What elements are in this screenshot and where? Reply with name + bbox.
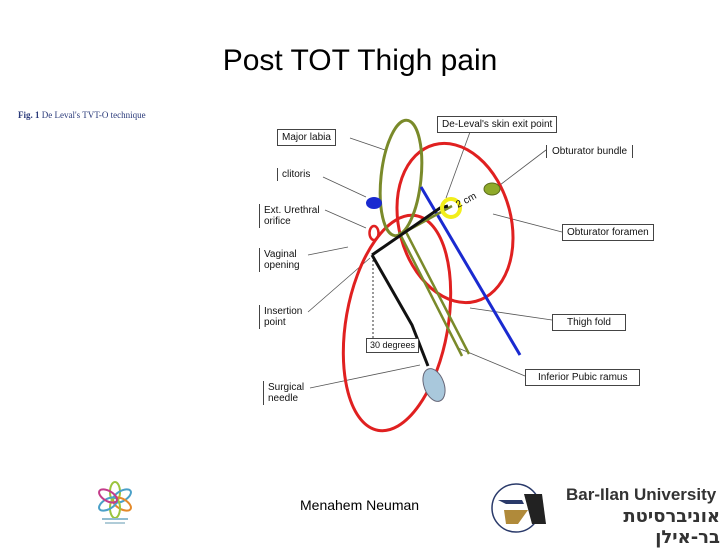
olive-tape-right	[403, 229, 471, 355]
figure-caption-number: Fig. 1	[18, 110, 40, 120]
figure-caption: Fig. 1 De Leval's TVT-O technique	[18, 110, 168, 121]
surgical-needle-tip	[422, 368, 446, 402]
clitoris-shape	[366, 197, 382, 209]
slide-title: Post TOT Thigh pain	[222, 44, 498, 77]
skin-exit-point	[440, 197, 462, 219]
urethral-orifice-shape	[368, 224, 380, 242]
label-obturator-bundle: Obturator bundle	[546, 145, 634, 158]
label-clitoris: clitoris	[277, 168, 314, 181]
leader-major-labia	[349, 137, 386, 151]
leader-surgical-needle	[309, 364, 421, 389]
label-surgical-needle: Surgical needle	[263, 381, 318, 405]
label-major-labia: Major labia	[277, 129, 336, 146]
leader-skin-exit	[445, 131, 471, 199]
needle-shaft	[370, 254, 430, 367]
leader-vaginal-opening	[307, 246, 349, 256]
right-red-ellipse	[395, 141, 515, 305]
left-flower-logo	[98, 481, 132, 524]
label-thirty-degrees: 30 degrees	[366, 338, 420, 353]
label-ext-urethral: Ext. Urethral orifice	[259, 204, 330, 228]
label-thigh-fold: Thigh fold	[552, 314, 626, 331]
figure-caption-text: De Leval's TVT-O technique	[41, 110, 146, 120]
leader-ext-urethral	[324, 209, 367, 229]
label-inferior-pubic-ramus: Inferior Pubic ramus	[525, 369, 641, 386]
label-vaginal-opening: Vaginal opening	[259, 248, 314, 272]
label-insertion-point: Insertion point	[259, 305, 314, 329]
leader-obturator-bundle	[495, 149, 547, 189]
leader-thigh-fold	[469, 307, 553, 321]
leader-clitoris	[322, 176, 367, 198]
university-name: Bar-Ilan University	[566, 485, 717, 504]
label-skin-exit: De-Leval's skin exit point	[437, 116, 558, 133]
olive-tape-left	[397, 231, 464, 357]
university-name-hebrew: אוניברסיטת בר-אילן	[623, 506, 720, 548]
leader-obturator-foramen	[492, 213, 563, 233]
bar-ilan-logo-emblem	[491, 483, 546, 533]
two-cm-label: 2 cm	[454, 191, 478, 211]
author-name: Menahem Neuman	[300, 497, 420, 513]
major-labia-shape	[378, 118, 424, 238]
label-obturator-foramen: Obturator foramen	[562, 224, 654, 241]
lower-red-ellipse	[341, 213, 453, 433]
obturator-bundle-dot	[483, 182, 501, 196]
